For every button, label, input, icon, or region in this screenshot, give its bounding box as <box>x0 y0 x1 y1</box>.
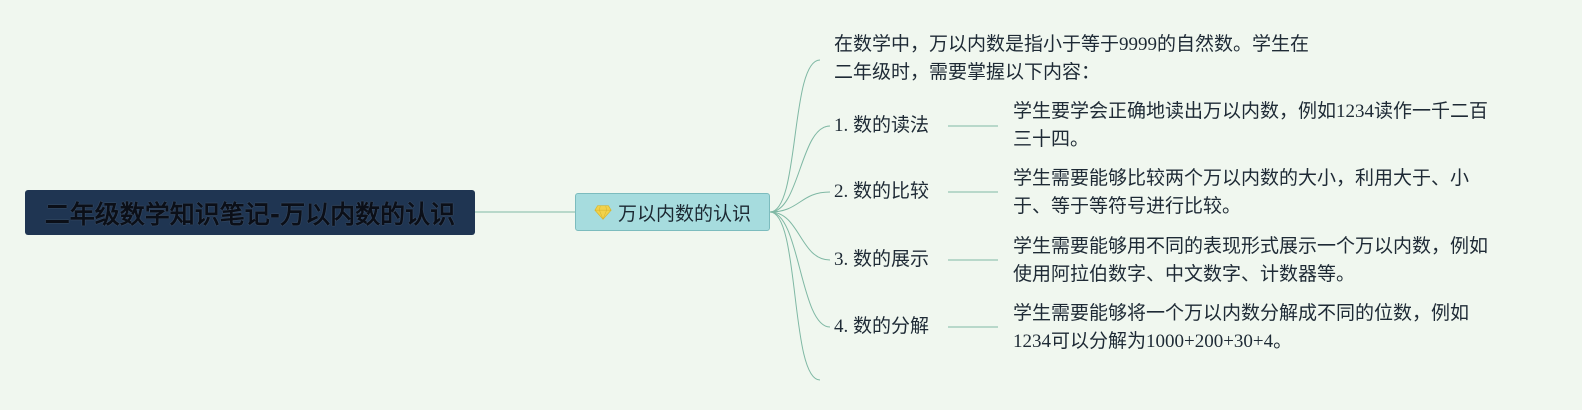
item-label-4[interactable]: 4. 数的分解 <box>834 316 930 337</box>
desc-line: 于、等于等符号进行比较。 <box>1013 196 1242 217</box>
desc-line: 学生需要能够将一个万以内数分解成不同的位数，例如 <box>1013 303 1470 324</box>
intro-text: 在数学中，万以内数是指小于等于9999的自然数。学生在 二年级时，需要掌握以下内… <box>834 31 1309 87</box>
item-label-2[interactable]: 2. 数的比较 <box>834 181 930 202</box>
branch-connector-4 <box>769 211 831 328</box>
intro-line: 在数学中，万以内数是指小于等于9999的自然数。学生在 <box>834 34 1310 55</box>
desc-line: 1234可以分解为1000+200+30+4。 <box>1013 331 1293 352</box>
item-desc-4: 学生需要能够将一个万以内数分解成不同的位数，例如 1234可以分解为1000+2… <box>1013 300 1469 356</box>
item-label-3[interactable]: 3. 数的展示 <box>834 249 930 270</box>
item-desc-2: 学生需要能够比较两个万以内数的大小，利用大于、小 于、等于等符号进行比较。 <box>1013 165 1469 221</box>
item-label-1[interactable]: 1. 数的读法 <box>834 115 930 136</box>
desc-line: 三十四。 <box>1013 129 1090 150</box>
item-desc-1: 学生要学会正确地读出万以内数，例如1234读作一千二百 三十四。 <box>1013 98 1488 154</box>
branch-connector-intro <box>769 59 821 213</box>
branch-connector-2 <box>769 191 831 213</box>
root-node[interactable]: 二年级数学知识笔记-万以内数的认识 <box>25 190 475 235</box>
intro-line: 二年级时，需要掌握以下内容： <box>834 62 1101 83</box>
desc-line: 使用阿拉伯数字、中文数字、计数器等。 <box>1013 264 1356 285</box>
topic-label: 万以内数的认识 <box>617 202 751 225</box>
branch-connector-tail <box>769 211 821 381</box>
desc-line: 学生需要能够比较两个万以内数的大小，利用大于、小 <box>1013 168 1470 189</box>
diamond-icon <box>594 205 612 220</box>
desc-line: 学生要学会正确地读出万以内数，例如1234读作一千二百 <box>1013 101 1489 122</box>
item-desc-3: 学生需要能够用不同的表现形式展示一个万以内数，例如 使用阿拉伯数字、中文数字、计… <box>1013 233 1488 289</box>
root-title: 二年级数学知识笔记-万以内数的认识 <box>44 199 456 229</box>
topic-node[interactable]: 万以内数的认识 <box>575 193 770 231</box>
desc-line: 学生需要能够用不同的表现形式展示一个万以内数，例如 <box>1013 236 1489 257</box>
branch-connector-1 <box>769 125 831 213</box>
branch-connector-3 <box>769 211 831 261</box>
